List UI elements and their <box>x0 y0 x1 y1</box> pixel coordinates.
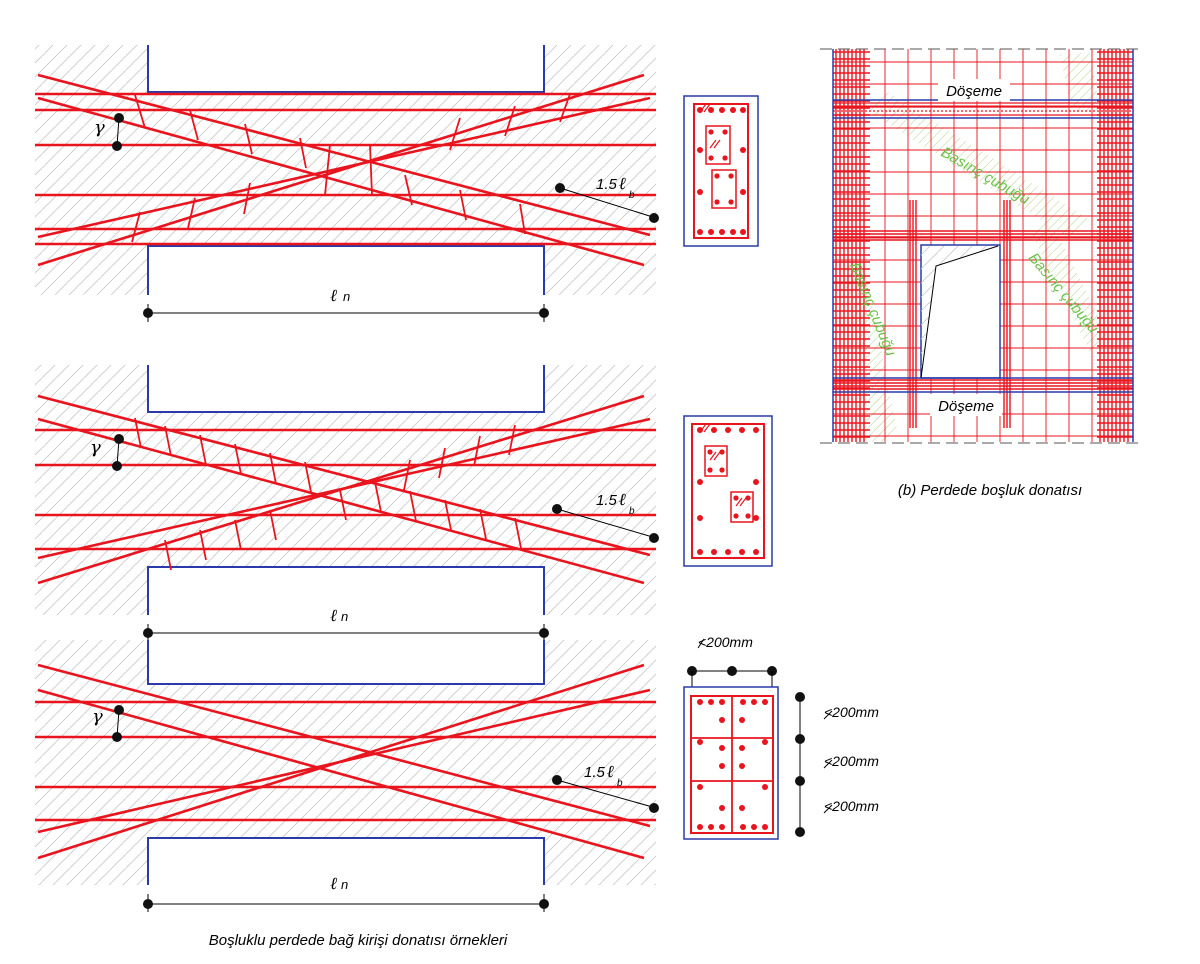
anchorage-coef-1: 1.5 <box>596 176 618 193</box>
beam-section-2 <box>683 415 773 567</box>
spacing-side-3: <200mm <box>824 798 879 814</box>
opening-top-3 <box>147 640 545 685</box>
opening-trim-bars <box>833 200 1133 428</box>
gamma-marker-3 <box>112 705 124 742</box>
wall-hatch-right-1 <box>544 45 656 295</box>
rebar-3 <box>35 663 656 860</box>
span-sub-3: n <box>341 877 348 892</box>
anchorage-coef-3: 1.5 <box>584 764 606 781</box>
opening-top-2 <box>147 365 545 413</box>
ties-1 <box>131 93 571 243</box>
opening-top-1 <box>147 45 545 93</box>
gamma-marker-2 <box>112 434 124 471</box>
top-spacing-dim: <200mm <box>687 634 777 690</box>
span-ell-1: ℓ <box>330 286 337 306</box>
span-ell-3: ℓ <box>330 874 337 894</box>
span-sub-1: n <box>343 289 350 304</box>
clear-span-dim-1: ℓ n <box>143 286 549 322</box>
gamma-label-2: γ <box>90 437 101 458</box>
anchorage-sub-3: b <box>617 778 623 789</box>
wall-hatch-left-1 <box>35 45 148 295</box>
span-sub-2: n <box>341 609 348 624</box>
caption-right: (b) Perdede boşluk donatısı <box>898 482 1082 499</box>
coupling-beam-panel-2: γ 1.5 ℓ b ℓ n <box>35 365 659 642</box>
clear-span-dim-3: ℓ n <box>143 874 549 912</box>
beam-section-3: <200mm <200mm <200mm <200mm <box>683 634 879 840</box>
side-spacing-dim: <200mm <200mm <200mm <box>795 692 879 837</box>
opening-bottom-1 <box>147 245 545 295</box>
opening-bottom-2 <box>147 566 545 615</box>
spacing-side-2: <200mm <box>824 753 879 769</box>
coupling-beam-panel-3: γ 1.5 ℓ b ℓ n <box>35 640 659 912</box>
anchorage-ell-1: ℓ <box>619 174 626 194</box>
gamma-label-1: γ <box>94 117 105 138</box>
clear-span-dim-2: ℓ n <box>143 606 549 642</box>
ties-2 <box>134 417 522 571</box>
gamma-label-3: γ <box>92 706 103 727</box>
anchorage-coef-2: 1.5 <box>596 492 618 509</box>
anchorage-dim-3: 1.5 ℓ b <box>552 762 659 813</box>
anchorage-sub-1: b <box>629 190 635 201</box>
span-ell-2: ℓ <box>330 606 337 626</box>
coupling-beam-panel-1: γ 1.5 ℓ b ℓ n <box>35 45 659 322</box>
anchorage-sub-2: b <box>629 506 635 517</box>
opening-bottom-3 <box>147 837 545 885</box>
wall-opening-diagram: Döşeme Döşeme Basınç çubuğu Basınç çubuğ… <box>820 48 1143 444</box>
slab-band-top <box>833 102 1133 116</box>
opening-hatch <box>921 246 998 378</box>
anchorage-dim-1: 1.5 ℓ b <box>555 174 659 223</box>
anchorage-ell-2: ℓ <box>619 490 626 510</box>
spacing-side-1: <200mm <box>824 704 879 720</box>
rebar-1 <box>35 73 656 267</box>
gamma-marker-1 <box>112 113 124 151</box>
anchorage-ell-3: ℓ <box>607 762 614 782</box>
slab-label-bottom: Döşeme <box>938 398 994 415</box>
spacing-top: <200mm <box>698 634 753 650</box>
caption-left: Boşluklu perdede bağ kirişi donatısı örn… <box>209 932 508 949</box>
anchorage-dim-2: 1.5 ℓ b <box>552 490 659 543</box>
beam-section-1 <box>683 95 759 247</box>
slab-label-top: Döşeme <box>946 83 1002 100</box>
